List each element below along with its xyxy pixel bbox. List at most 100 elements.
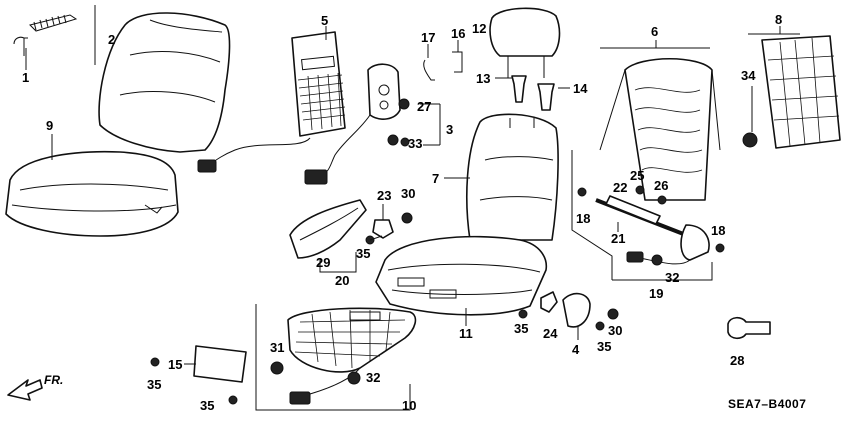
callout-18-left: 18 [576,211,590,226]
part-7-stay-holes [509,118,535,128]
part-16-clip [452,51,463,73]
callout-35-left-a: 35 [147,377,161,392]
part-20-detail [299,207,359,241]
part-30-lower-head [607,308,619,320]
part-28-body [727,316,771,340]
callout-18-right: 18 [711,223,725,238]
part-6-back-frame [599,40,721,201]
part-12-headrest [489,7,561,78]
part-24-body [540,291,558,313]
part-2-seams [119,51,221,103]
part-22-tube [605,195,661,225]
part-7-back-pad [444,113,559,241]
part-23-bracket [372,204,394,239]
part-27-nut [398,98,410,110]
part-1-clip-hook [13,36,28,56]
part-34-body [742,132,758,148]
part-30-screw-lower [595,308,619,331]
callout-15: 15 [168,357,182,372]
front-direction-arrow [7,379,43,401]
part-20-side-cover [289,199,367,273]
part-32-right-body [651,254,663,266]
part-15-cover [184,345,247,383]
part-12-pad [489,7,561,57]
part-19-harness [639,257,691,265]
part-6-sides [599,69,721,151]
part-28-knob [727,316,771,340]
callout-16: 16 [451,26,465,41]
callout-35-left-b: 35 [200,398,214,413]
part-15-body [193,345,247,383]
part-3-connector [304,169,328,185]
part-30-head [401,212,413,224]
part-2-back-cover [98,12,231,153]
part-5-lumbar-support [197,26,346,173]
callout-35-center: 35 [514,321,528,336]
part-10-slot [349,311,381,321]
part-11-cushion-pad [375,235,548,326]
part-5-grid [297,72,346,131]
part-19-connector [626,251,644,263]
part-5-window [301,55,335,71]
front-direction-label: FR. [44,373,63,387]
part-25-bolt [635,185,645,195]
callout-9: 9 [46,118,53,133]
callout-11: 11 [459,326,473,341]
part-11-slot-a [397,277,425,287]
callout-7: 7 [432,171,439,186]
arrow-icon [7,379,43,401]
part-5-connector [197,159,217,173]
callout-3: 3 [446,122,453,137]
callout-22: 22 [613,180,627,195]
part-9-cushion-cover [5,134,179,237]
callout-13: 13 [476,71,490,86]
part-9-tab [144,204,163,214]
part-17-clip [423,59,435,81]
part-8-frame-assy [748,26,841,149]
parts-13-14-guides [495,75,570,111]
part-18-nut-right [715,243,725,253]
part-13-guide [511,75,527,103]
part-9-seams [11,183,177,212]
callout-24: 24 [543,326,558,341]
part-18-nut-left [577,187,587,197]
part-21-bracket [571,150,613,280]
part-3-power-unit [304,63,441,185]
part-35-screw-a [150,357,160,367]
part-23-body [372,219,394,239]
parts-22-25-26 [605,185,667,225]
part-32-clip-lower [347,371,361,385]
part-9-outline [5,150,179,237]
callout-30-upper: 30 [401,186,415,201]
callout-1: 1 [22,70,29,85]
part-3-bracket [420,103,441,146]
part-14-guide [537,83,555,111]
callout-35-lower: 35 [597,339,611,354]
callout-20: 20 [335,273,349,288]
part-12-stays [507,56,545,78]
part-33-clip-a [387,134,399,146]
part-35-screw-mid [365,235,383,245]
callout-8: 8 [775,12,782,27]
part-6-frame [624,58,713,201]
parts-16-17-clips [423,40,463,81]
part-24-knob [540,291,558,313]
part-6-springs [634,87,703,173]
part-35-screw-center [518,309,528,319]
callout-34: 34 [741,68,756,83]
callout-6: 6 [651,24,658,39]
part-11-slot-b [429,289,457,299]
part-19-motor [612,224,713,281]
part-1-clips [13,5,96,70]
callout-labels: 1 2 3 4 5 6 7 8 9 10 11 12 13 14 15 16 1… [22,12,782,413]
part-20-outline [289,199,367,259]
part-11-outline [375,235,548,316]
callout-19: 19 [649,286,663,301]
part-4-body [562,292,591,328]
callout-30-lower: 30 [608,323,622,338]
callout-5: 5 [321,13,328,28]
part-35-lower-head [595,321,605,331]
part-10-grid [294,309,406,369]
callout-2: 2 [108,32,115,47]
